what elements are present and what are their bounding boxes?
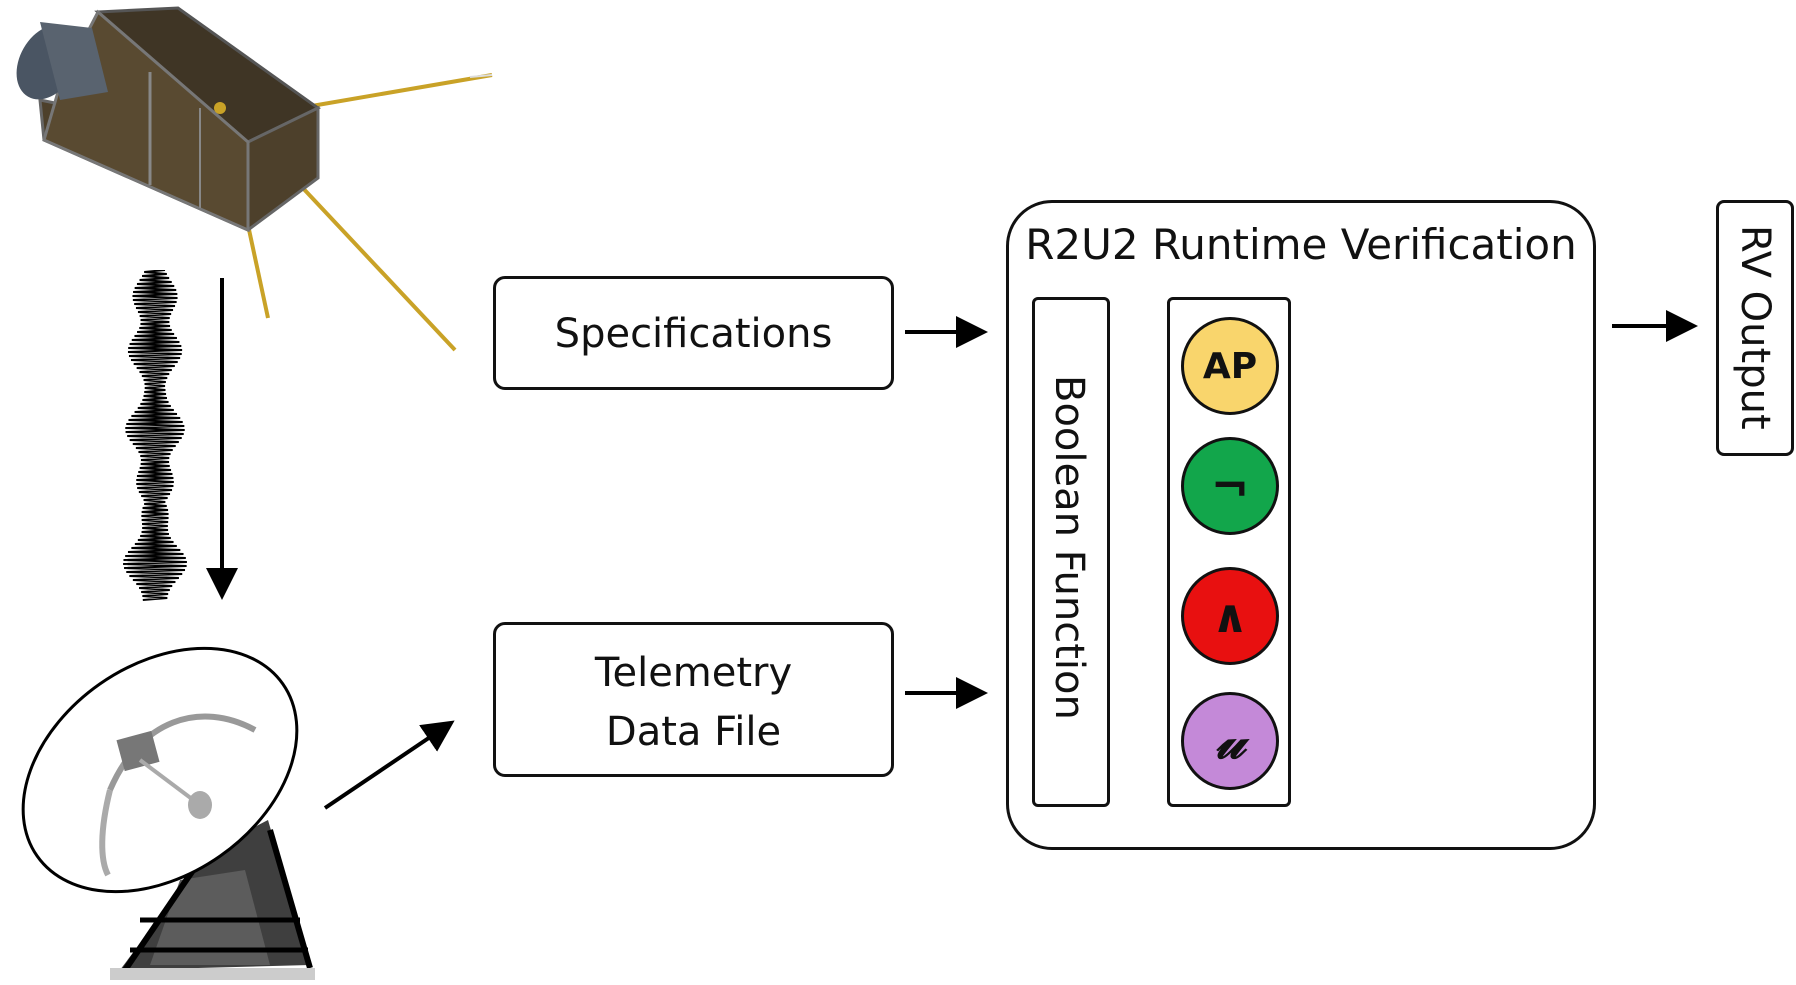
boolean-function-box: Boolean Function bbox=[1032, 297, 1110, 807]
operator-not-symbol: ¬ bbox=[1210, 459, 1250, 513]
operators-column: AP ¬ ∧ 𝓊 bbox=[1167, 297, 1291, 807]
boolean-function-label: Boolean Function bbox=[1046, 375, 1092, 720]
dish-to-telemetry-arrow bbox=[323, 720, 455, 810]
operator-until-symbol: 𝓊 bbox=[1215, 710, 1245, 771]
specifications-label: Specifications bbox=[554, 311, 833, 357]
ground-station-dish-icon bbox=[21, 646, 315, 980]
operator-until-circle: 𝓊 bbox=[1181, 692, 1279, 790]
operator-and-symbol: ∧ bbox=[1211, 589, 1249, 643]
operator-and-circle: ∧ bbox=[1181, 567, 1279, 665]
telemetry-label-line1: Telemetry bbox=[594, 650, 793, 696]
rv-output-label: RV Output bbox=[1732, 225, 1778, 430]
radio-signal-waveform-icon bbox=[123, 270, 187, 601]
r2u2-title: R2U2 Runtime Verification bbox=[1025, 220, 1577, 269]
satellite-icon bbox=[16, 6, 493, 352]
operator-ap-symbol: AP bbox=[1202, 345, 1258, 387]
telemetry-data-file-box: Telemetry Data File bbox=[493, 622, 894, 777]
specifications-box: Specifications bbox=[493, 276, 894, 390]
rv-output-box: RV Output bbox=[1716, 200, 1794, 456]
operator-not-circle: ¬ bbox=[1181, 437, 1279, 535]
operator-ap-circle: AP bbox=[1181, 317, 1279, 415]
telemetry-label-line2: Data File bbox=[605, 709, 782, 755]
